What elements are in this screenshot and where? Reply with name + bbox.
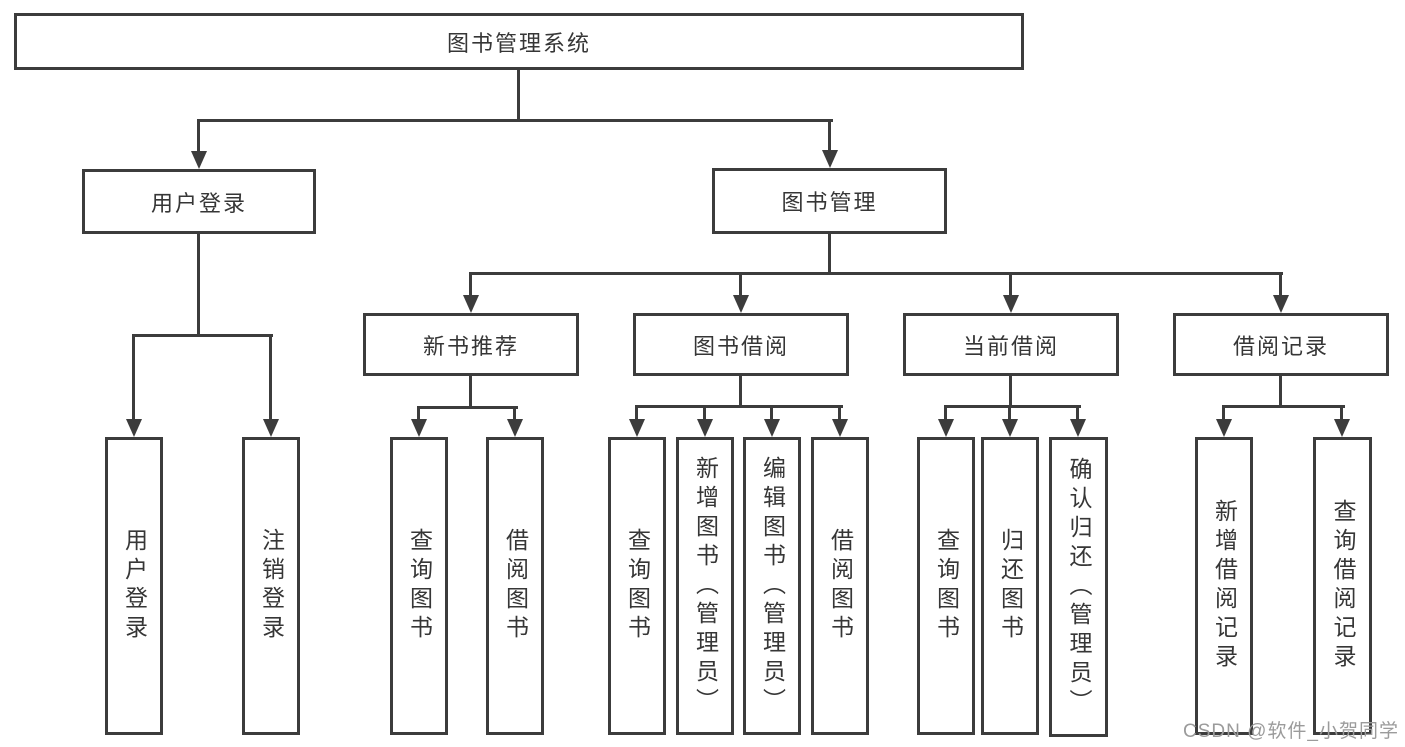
connector-line (417, 406, 420, 421)
node-system-root-label: 图书管理系统 (446, 30, 591, 56)
arrow-down-icon (463, 295, 479, 313)
node-user-login: 用户登录 (82, 169, 316, 234)
node-book-borrow-label: 图书借阅 (692, 333, 789, 359)
leaf-query-borrow-record-label: 查询借阅记录 (1330, 499, 1356, 673)
arrow-down-icon (764, 419, 780, 437)
connector-line (1008, 405, 1011, 421)
leaf-return-books: 归还图书 (981, 437, 1039, 735)
leaf-logout: 注销登录 (242, 437, 300, 735)
connector-line (635, 405, 638, 421)
leaf-recommend-query-books-label: 查询图书 (406, 528, 433, 644)
connector-line (269, 334, 272, 420)
connector-line (1076, 405, 1079, 421)
connector-line (828, 234, 831, 275)
node-current-borrow-label: 当前借阅 (962, 333, 1059, 359)
leaf-user-login-label: 用户登录 (121, 528, 148, 644)
arrow-down-icon (1334, 419, 1350, 437)
arrow-down-icon (1273, 295, 1289, 313)
leaf-borrow-edit-books-admin: 编辑图书（管理员） (743, 437, 801, 735)
arrow-down-icon (832, 419, 848, 437)
node-new-book-recommend: 新书推荐 (363, 313, 579, 376)
arrow-down-icon (263, 419, 279, 437)
connector-line (1009, 376, 1012, 408)
leaf-current-query-books-label: 查询图书 (933, 528, 960, 644)
node-user-login-label: 用户登录 (150, 190, 247, 216)
arrow-down-icon (1003, 295, 1019, 313)
leaf-recommend-query-books: 查询图书 (390, 437, 448, 735)
connector-line (197, 119, 833, 122)
leaf-current-query-books: 查询图书 (917, 437, 975, 735)
connector-line (703, 405, 706, 421)
connector-line (1279, 272, 1282, 297)
connector-line (1222, 405, 1225, 421)
connector-line (828, 119, 831, 152)
node-book-management-label: 图书管理 (781, 190, 878, 215)
connector-line (770, 405, 773, 421)
connector-line (1009, 272, 1012, 297)
connector-line (944, 405, 947, 421)
leaf-borrow-add-books-admin: 新增图书（管理员） (676, 437, 734, 735)
arrow-down-icon (191, 151, 207, 169)
leaf-recommend-borrow-books: 借阅图书 (486, 437, 544, 735)
node-system-root: 图书管理系统 (14, 13, 1024, 70)
node-current-borrow: 当前借阅 (903, 313, 1119, 376)
arrow-down-icon (733, 295, 749, 313)
arrow-down-icon (411, 419, 427, 437)
connector-line (469, 376, 472, 409)
connector-line (132, 334, 135, 420)
connector-line (132, 334, 273, 337)
connector-line (417, 406, 518, 409)
connector-line (838, 405, 841, 421)
leaf-add-borrow-record-label: 新增借阅记录 (1211, 499, 1238, 673)
leaf-user-login: 用户登录 (105, 437, 163, 735)
node-borrow-records-label: 借阅记录 (1232, 333, 1329, 359)
connector-line (635, 405, 843, 408)
leaf-borrow-borrow-books-label: 借阅图书 (827, 528, 854, 644)
leaf-return-books-label: 归还图书 (997, 528, 1024, 644)
node-borrow-records: 借阅记录 (1173, 313, 1389, 376)
leaf-borrow-edit-books-admin-label: 编辑图书（管理员） (759, 455, 786, 717)
connector-line (513, 406, 516, 421)
connector-line (517, 69, 520, 121)
leaf-borrow-query-books: 查询图书 (608, 437, 666, 735)
leaf-borrow-borrow-books: 借阅图书 (811, 437, 869, 735)
connector-line (739, 272, 742, 297)
connector-line (1340, 405, 1343, 421)
leaf-recommend-borrow-books-label: 借阅图书 (502, 528, 529, 644)
connector-line (944, 405, 1081, 408)
arrow-down-icon (1216, 419, 1232, 437)
node-book-borrow: 图书借阅 (633, 313, 849, 376)
node-book-management: 图书管理 (712, 168, 947, 234)
leaf-add-borrow-record: 新增借阅记录 (1195, 437, 1253, 735)
arrow-down-icon (1002, 419, 1018, 437)
leaf-logout-label: 注销登录 (258, 528, 285, 644)
connector-line (739, 376, 742, 408)
leaf-borrow-add-books-admin-label: 新增图书（管理员） (692, 455, 719, 717)
arrow-down-icon (507, 419, 523, 437)
connector-line (1222, 405, 1345, 408)
connector-line (469, 272, 1283, 275)
leaf-query-borrow-record: 查询借阅记录 (1313, 437, 1372, 735)
arrow-down-icon (697, 419, 713, 437)
node-new-book-recommend-label: 新书推荐 (422, 333, 519, 359)
arrow-down-icon (1070, 419, 1086, 437)
connector-line (197, 119, 200, 153)
connector-line (469, 272, 472, 297)
arrow-down-icon (822, 150, 838, 168)
leaf-confirm-return-admin: 确认归还（管理员） (1049, 437, 1108, 737)
connector-line (197, 233, 200, 337)
arrow-down-icon (938, 419, 954, 437)
csdn-watermark: CSDN @软件_小贺同学 (1183, 721, 1399, 742)
leaf-confirm-return-admin-label: 确认归还（管理员） (1066, 456, 1092, 718)
leaf-borrow-query-books-label: 查询图书 (624, 528, 651, 644)
connector-line (1279, 376, 1282, 408)
arrow-down-icon (126, 419, 142, 437)
arrow-down-icon (629, 419, 645, 437)
